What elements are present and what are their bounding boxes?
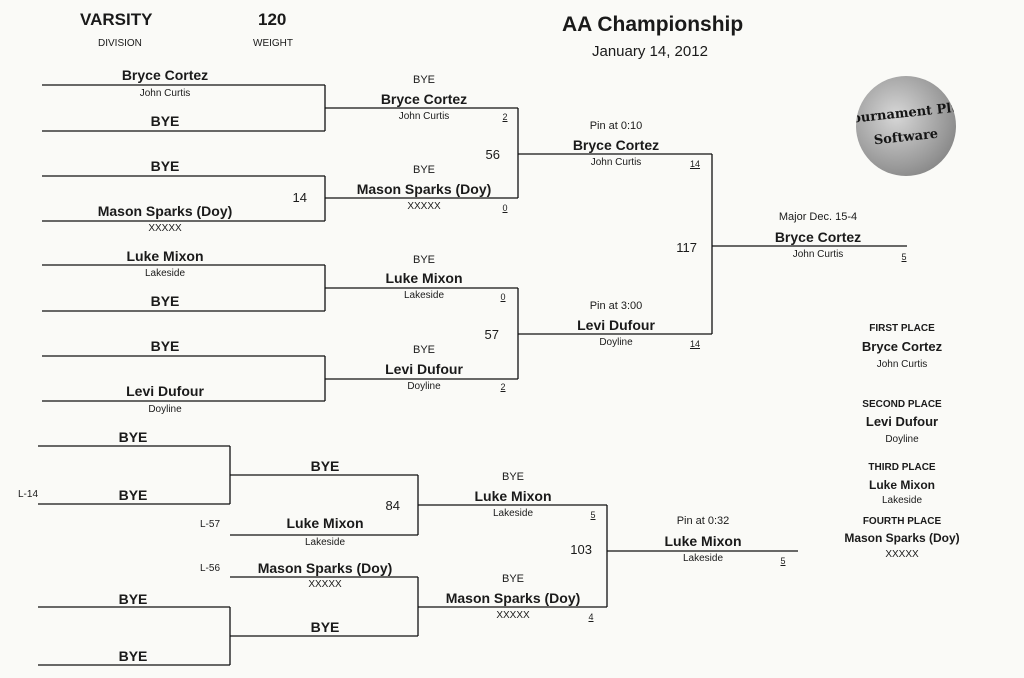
entry-name: BYE	[150, 293, 180, 309]
place-label: THIRD PLACE	[868, 462, 936, 473]
entry-name: BYE	[310, 458, 340, 474]
match-score: 14	[689, 159, 701, 169]
match-result: BYE	[412, 344, 436, 356]
page-title: AA Championship	[562, 13, 744, 36]
entry-name: Luke Mixon	[286, 515, 364, 531]
division-value: VARSITY	[80, 10, 153, 29]
division-label: DIVISION	[98, 38, 142, 49]
winner-name: Luke Mixon	[664, 533, 742, 549]
entry-name: Levi Dufour	[126, 383, 204, 399]
winner-school: XXXXX	[407, 201, 441, 212]
entry-name: BYE	[150, 113, 180, 129]
weight-label: WEIGHT	[253, 38, 293, 49]
match-result: Pin at 0:32	[676, 515, 730, 527]
match-result: Pin at 3:00	[589, 300, 643, 312]
entry-name: BYE	[310, 619, 340, 635]
champion-school: John Curtis	[792, 249, 844, 260]
entry-school: XXXXX	[308, 579, 342, 590]
weight-value: 120	[258, 10, 287, 29]
winner-name: Bryce Cortez	[572, 137, 660, 153]
entry-name: BYE	[118, 591, 148, 607]
match-result: Pin at 0:10	[589, 120, 643, 132]
bout-number: 56	[485, 147, 500, 162]
entry-name: BYE	[118, 487, 148, 503]
entry-school: Lakeside	[304, 537, 346, 548]
match-score: 2	[502, 112, 508, 122]
champion-name: Bryce Cortez	[774, 229, 862, 245]
match-score: 2	[500, 382, 506, 392]
winner-name: Mason Sparks (Doy)	[445, 590, 581, 606]
entry-name: Mason Sparks (Doy)	[97, 203, 233, 219]
winner-name: Levi Dufour	[577, 317, 655, 333]
entry-name: BYE	[118, 648, 148, 664]
place-label: SECOND PLACE	[862, 399, 942, 410]
winner-name: Bryce Cortez	[380, 91, 468, 107]
winner-school: XXXXX	[496, 610, 530, 621]
bout-number: 84	[385, 498, 400, 513]
match-score: 0	[502, 203, 508, 213]
winner-school: John Curtis	[590, 157, 642, 168]
winner-school: Lakeside	[403, 290, 445, 301]
match-result: Major Dec. 15-4	[778, 211, 858, 223]
winner-name: Luke Mixon	[385, 270, 463, 286]
match-score: 4	[588, 612, 594, 622]
winner-school: John Curtis	[398, 111, 450, 122]
entry-name: BYE	[118, 429, 148, 445]
place-name: Luke Mixon	[868, 478, 936, 492]
entry-name: BYE	[150, 158, 180, 174]
loser-source: L-57	[200, 519, 221, 530]
loser-source: L-56	[200, 563, 221, 574]
place-label: FIRST PLACE	[869, 323, 935, 334]
bout-number: 117	[676, 240, 697, 255]
entry-school: XXXXX	[148, 223, 182, 234]
bout-number: 103	[570, 542, 592, 557]
place-school: XXXXX	[885, 549, 919, 560]
winner-name: Luke Mixon	[474, 488, 552, 504]
match-result: BYE	[501, 573, 525, 585]
winner-school: Doyline	[407, 381, 441, 392]
match-result: BYE	[412, 254, 436, 266]
entry-school: John Curtis	[139, 88, 191, 99]
place-label: FOURTH PLACE	[862, 516, 942, 527]
winner-name: Mason Sparks (Doy)	[356, 181, 492, 197]
entry-school: Doyline	[148, 404, 182, 415]
match-result: BYE	[412, 164, 436, 176]
match-score: 0	[500, 292, 506, 302]
bout-number: 57	[484, 327, 499, 342]
match-result: BYE	[501, 471, 525, 483]
place-name: Bryce Cortez	[861, 339, 943, 354]
match-score: 5	[590, 510, 596, 520]
entry-school: Lakeside	[144, 268, 186, 279]
winner-school: Lakeside	[682, 553, 724, 564]
event-date: January 14, 2012	[592, 43, 708, 60]
match-score: 5	[901, 252, 907, 262]
place-name: Mason Sparks (Doy)	[844, 531, 960, 545]
loser-source: L-14	[18, 489, 39, 500]
entry-name: Bryce Cortez	[121, 67, 209, 83]
entry-name: Luke Mixon	[126, 248, 204, 264]
winner-school: Lakeside	[492, 508, 534, 519]
winner-school: Doyline	[599, 337, 633, 348]
place-school: Lakeside	[881, 495, 923, 506]
place-name: Levi Dufour	[865, 414, 939, 429]
place-school: John Curtis	[876, 359, 928, 370]
place-school: Doyline	[885, 434, 919, 445]
entry-name: BYE	[150, 338, 180, 354]
bout-number: 14	[292, 190, 307, 205]
match-score: 14	[689, 339, 701, 349]
winner-name: Levi Dufour	[385, 361, 463, 377]
match-score: 5	[780, 556, 786, 566]
entry-name: Mason Sparks (Doy)	[257, 560, 393, 576]
tournament-plus-logo: Tournament Plus Software	[856, 76, 956, 176]
match-result: BYE	[412, 74, 436, 86]
